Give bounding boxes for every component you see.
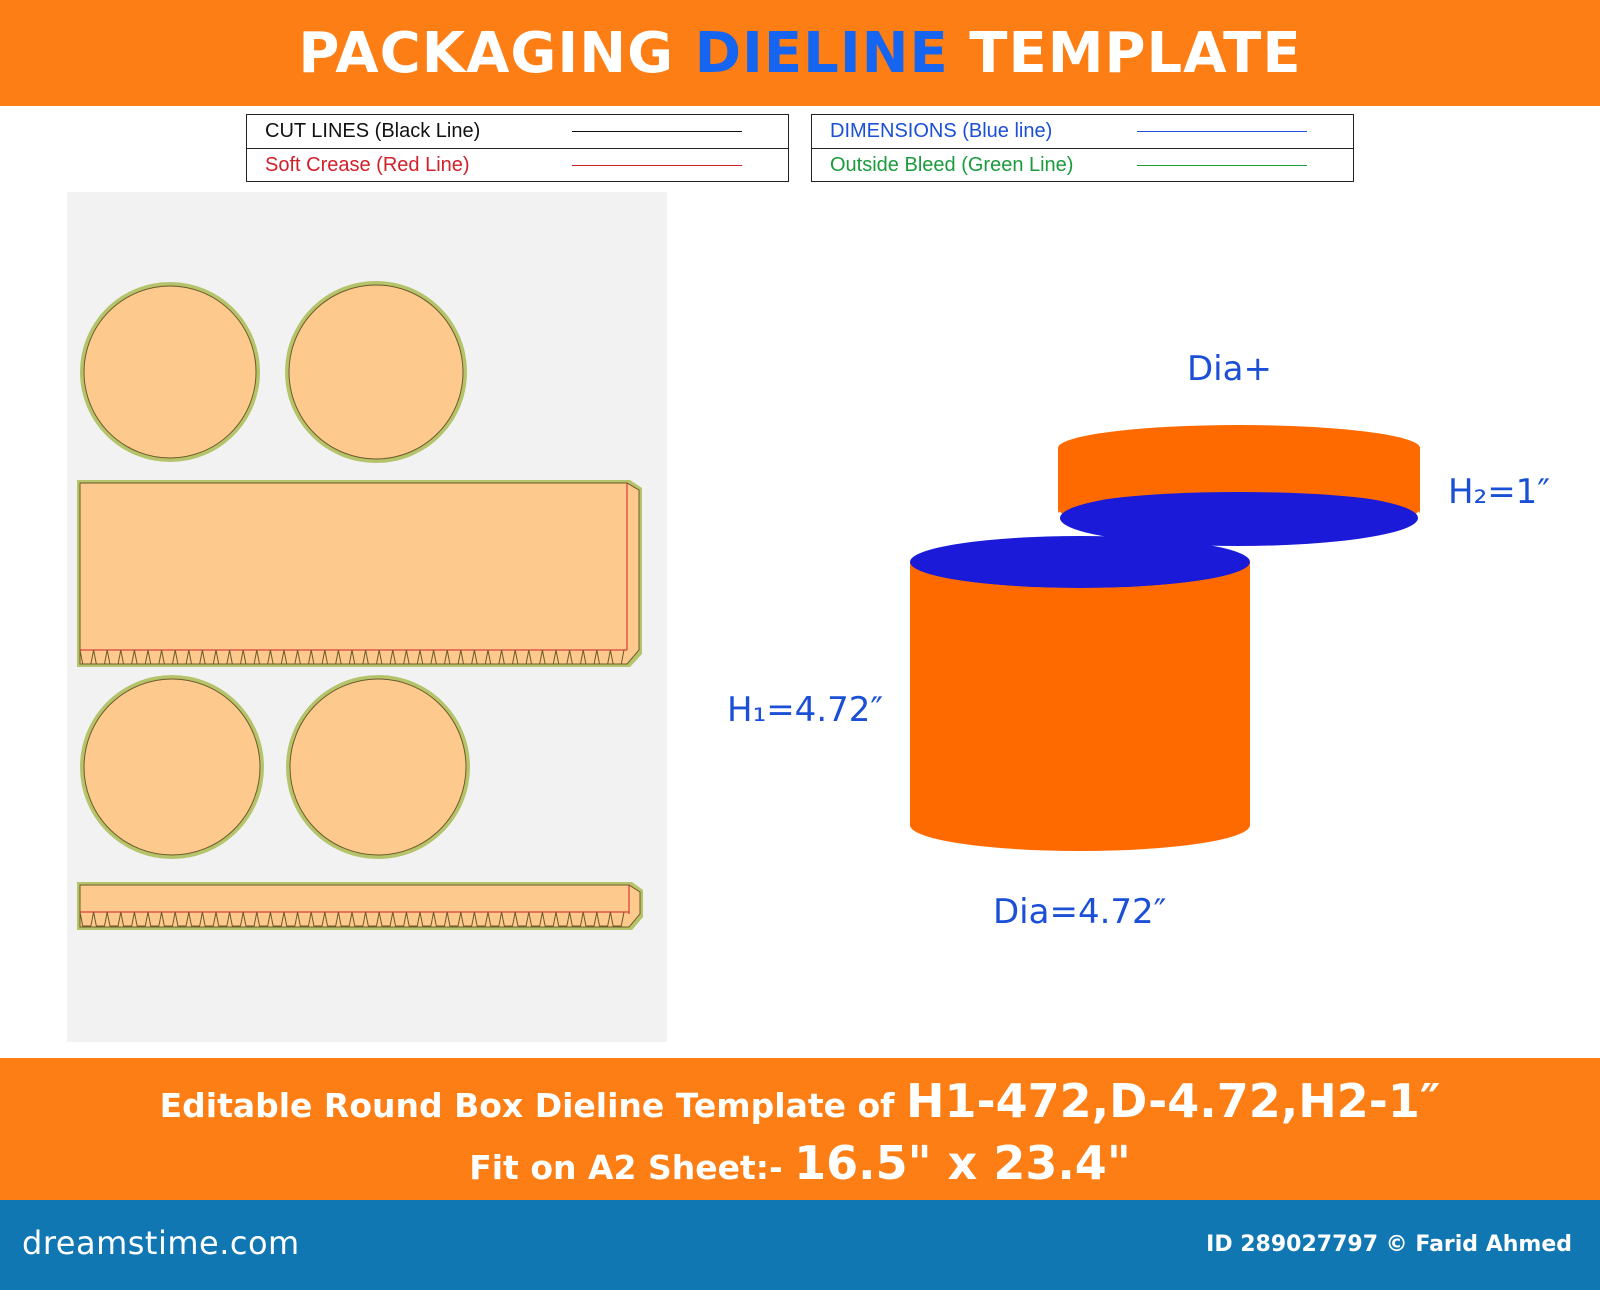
legend-crease-line — [572, 165, 742, 166]
lid-top — [1058, 425, 1420, 471]
lid-diameter-label: Dia+ — [1187, 349, 1272, 389]
image-credit: ID 289027797 © Farid Ahmed — [1206, 1232, 1572, 1257]
legend-bleed-label: Outside Bleed (Green Line) — [830, 154, 1074, 176]
footer-dimensions: H1-472,D-4.72,H2-1″ — [906, 1074, 1441, 1128]
lid-inner — [1060, 490, 1418, 546]
dieline-circle-2 — [288, 284, 464, 460]
title-highlight: DIELINE — [694, 20, 949, 86]
dieline-circle-1 — [83, 285, 257, 459]
footer-line-1: Editable Round Box Dieline Template of H… — [159, 1074, 1441, 1128]
dieline-sheet — [67, 192, 667, 1042]
body-height-label: H₁=4.72″ — [727, 690, 884, 730]
legend-crease-row: Soft Crease (Red Line) — [247, 149, 788, 182]
lid-rim — [1058, 484, 1420, 514]
lid-height-label: H₂=1″ — [1448, 472, 1551, 512]
legend-cut-label: CUT LINES (Black Line) — [265, 120, 481, 142]
dieline-lid-glue-tabs — [79, 911, 625, 927]
box-3d-illustration — [910, 425, 1420, 851]
dieline-circle-4 — [289, 678, 467, 856]
dieline-lid-strip — [79, 884, 641, 928]
legend-cut-row: CUT LINES (Black Line) — [247, 115, 788, 149]
dieline-circle-3 — [83, 678, 261, 856]
footer-sheet-size: 16.5" x 23.4" — [794, 1136, 1131, 1190]
body-rim — [910, 562, 1250, 594]
legend-bleed-row: Outside Bleed (Green Line) — [812, 149, 1353, 182]
legend-bleed-line — [1137, 165, 1307, 166]
legend-box-right: DIMENSIONS (Blue line) Outside Bleed (Gr… — [811, 114, 1354, 182]
body-side — [910, 562, 1250, 851]
legend-crease-label: Soft Crease (Red Line) — [265, 154, 470, 176]
body-diameter-label: Dia=4.72″ — [993, 892, 1167, 932]
header-banner: PACKAGING DIELINE TEMPLATE — [0, 0, 1600, 106]
dieline-body-glue-tabs — [79, 649, 625, 665]
body-opening — [910, 536, 1250, 588]
legend-dimensions-row: DIMENSIONS (Blue line) — [812, 115, 1353, 149]
brand-bar: dreamstime.com ID 289027797 © Farid Ahme… — [0, 1200, 1600, 1290]
legend-dimensions-label: DIMENSIONS (Blue line) — [830, 120, 1053, 142]
footer-line-2: Fit on A2 Sheet:- 16.5" x 23.4" — [469, 1136, 1131, 1190]
page-title: PACKAGING DIELINE TEMPLATE — [298, 20, 1302, 86]
legend-cut-line — [572, 131, 742, 132]
footer-banner: Editable Round Box Dieline Template of H… — [0, 1058, 1600, 1200]
dieline-body-panel — [79, 482, 640, 665]
legend-dimensions-line — [1137, 131, 1307, 132]
brand-logo[interactable]: dreamstime.com — [22, 1224, 300, 1262]
dieline-drawing — [77, 281, 643, 930]
legend-box-left: CUT LINES (Black Line) Soft Crease (Red … — [246, 114, 789, 182]
